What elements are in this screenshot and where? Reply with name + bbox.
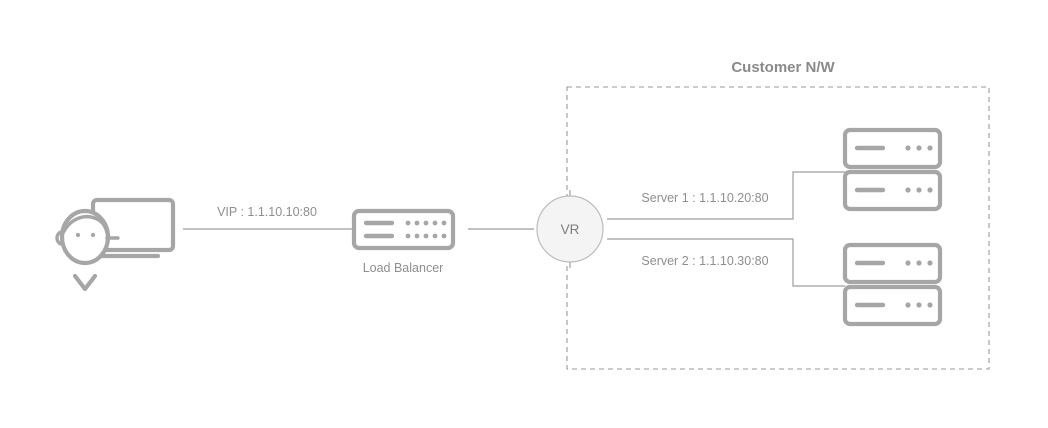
server-1-led-bottom-1-icon <box>905 187 911 193</box>
load-balancer-label: Load Balancer <box>363 261 444 275</box>
link-label-server-2: Server 2 : 1.1.10.30:80 <box>641 254 768 268</box>
server-2-unit-top-icon <box>842 242 943 285</box>
load-balancer-ports-icon <box>405 220 447 239</box>
customer-network-title: Customer N/W <box>731 59 835 76</box>
server-2-led-top-2-icon <box>916 260 922 266</box>
server-1-led-top-3-icon <box>927 145 933 151</box>
vr-circle-icon <box>536 195 604 263</box>
server-1-unit-top-icon <box>842 127 943 170</box>
link-vr-to-server-2 <box>607 238 845 287</box>
server-1-led-top-2-icon <box>916 145 922 151</box>
virtual-router-node[interactable]: VR <box>536 190 604 268</box>
server-2-led-top-1-icon <box>905 260 911 266</box>
server-2-led-bottom-1-icon <box>905 302 911 308</box>
link-label-server-1: Server 1 : 1.1.10.20:80 <box>641 191 768 205</box>
server-1-led-bottom-3-icon <box>927 187 933 193</box>
server-1-led-bottom-2-icon <box>916 187 922 193</box>
user-eye-right-icon <box>90 232 96 238</box>
link-label-vip: VIP : 1.1.10.10:80 <box>217 205 317 219</box>
server-1-unit-bottom-icon <box>842 169 943 212</box>
vr-label: VR <box>561 222 580 237</box>
user-eye-left-icon <box>75 232 81 238</box>
server-1-node[interactable] <box>842 127 943 212</box>
server-2-led-bottom-3-icon <box>927 302 933 308</box>
user-shoulders-icon <box>72 273 98 292</box>
client-node[interactable] <box>55 197 176 292</box>
server-2-led-top-3-icon <box>927 260 933 266</box>
headset-earpiece-icon <box>55 230 64 246</box>
server-2-unit-bottom-icon <box>842 284 943 327</box>
user-hair-icon <box>61 214 109 235</box>
server-1-led-top-1-icon <box>905 145 911 151</box>
load-balancer-node[interactable]: Load Balancer <box>351 208 456 275</box>
load-balancer-icon <box>351 208 456 251</box>
user-head-icon <box>59 208 111 266</box>
server-2-node[interactable] <box>842 242 943 327</box>
link-vr-to-server-1 <box>607 171 845 220</box>
server-2-led-bottom-2-icon <box>916 302 922 308</box>
customer-network-boundary <box>566 86 990 370</box>
